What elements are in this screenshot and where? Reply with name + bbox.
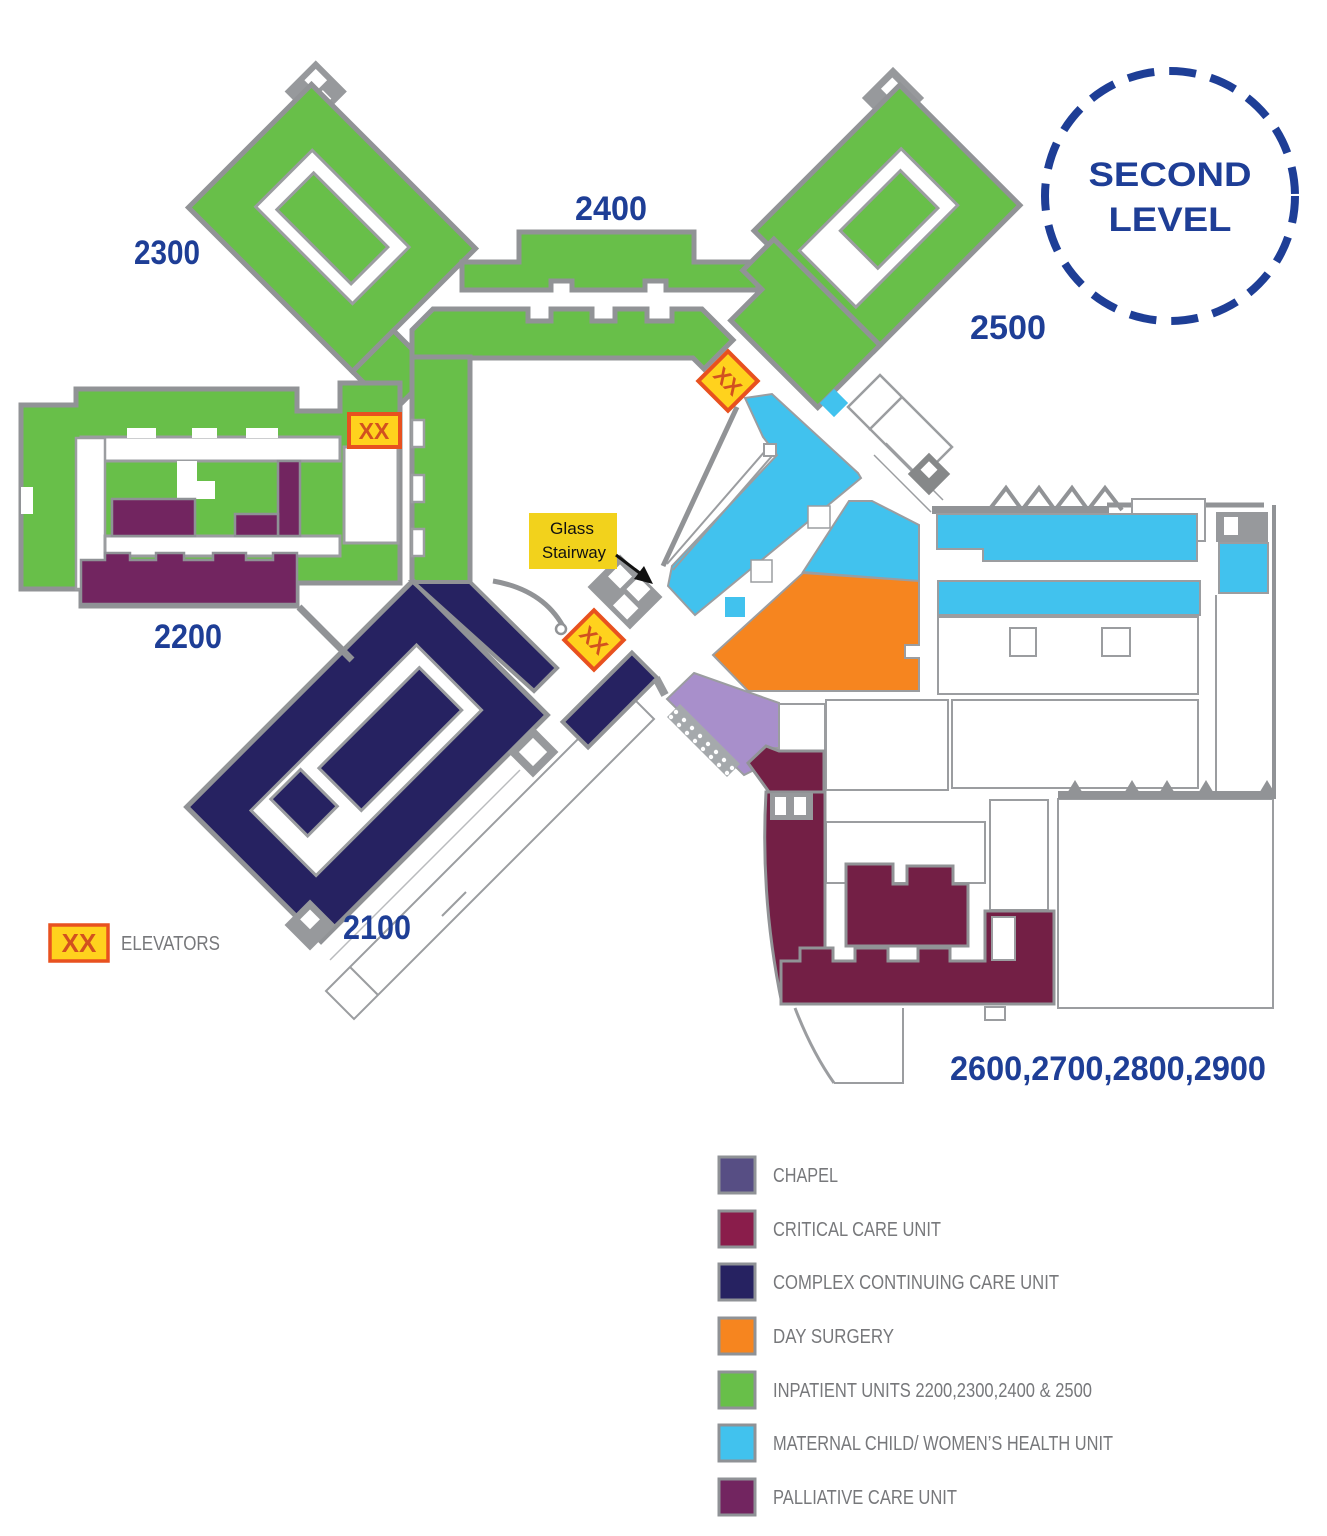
svg-text:LEVEL: LEVEL [1109, 201, 1232, 239]
svg-text:XX: XX [62, 928, 97, 958]
svg-text:2100: 2100 [343, 909, 411, 947]
svg-text:DAY SURGERY: DAY SURGERY [773, 1326, 894, 1348]
svg-text:SECOND: SECOND [1089, 156, 1252, 194]
svg-text:CHAPEL: CHAPEL [773, 1165, 838, 1187]
svg-text:INPATIENT UNITS 2200,2300,2400: INPATIENT UNITS 2200,2300,2400 & 2500 [773, 1380, 1092, 1402]
svg-text:ELEVATORS: ELEVATORS [121, 933, 220, 955]
svg-text:XX: XX [359, 418, 390, 444]
svg-text:Stairway: Stairway [542, 543, 606, 562]
svg-text:2500: 2500 [970, 309, 1046, 347]
svg-text:2400: 2400 [575, 190, 647, 228]
svg-text:Glass: Glass [550, 519, 594, 538]
svg-text:COMPLEX CONTINUING CARE UNIT: COMPLEX CONTINUING CARE UNIT [773, 1272, 1059, 1294]
svg-text:PALLIATIVE CARE UNIT: PALLIATIVE CARE UNIT [773, 1487, 957, 1509]
svg-text:2600,2700,2800,2900: 2600,2700,2800,2900 [950, 1050, 1266, 1088]
svg-text:2200: 2200 [154, 618, 222, 656]
svg-text:MATERNAL CHILD/ WOMEN’S HEALTH: MATERNAL CHILD/ WOMEN’S HEALTH UNIT [773, 1433, 1113, 1455]
svg-text:2300: 2300 [134, 234, 200, 272]
svg-text:CRITICAL CARE UNIT: CRITICAL CARE UNIT [773, 1219, 941, 1241]
